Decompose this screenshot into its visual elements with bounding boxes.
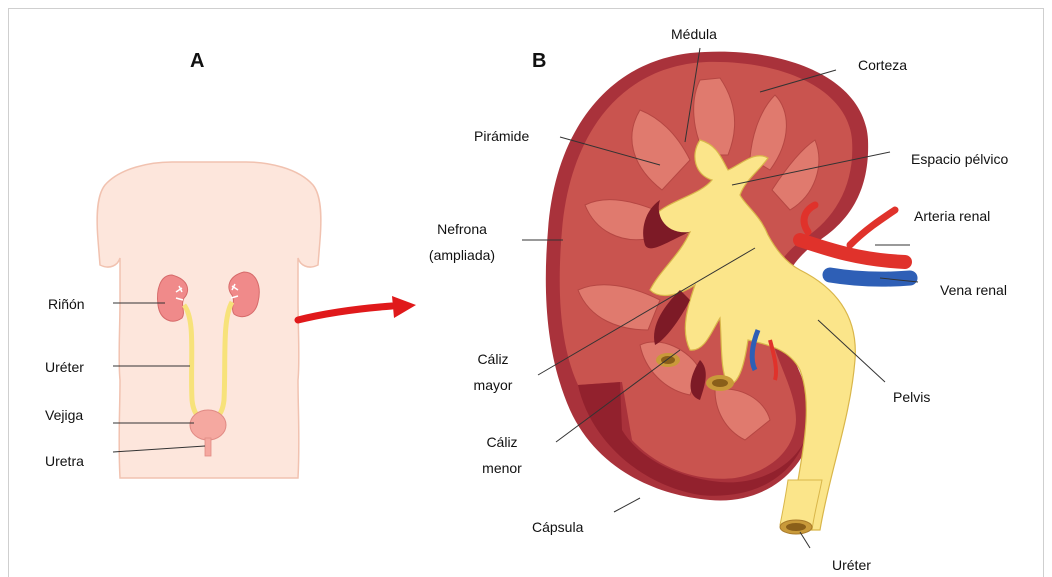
arrow-icon: [298, 296, 416, 320]
label-rinon: Riñón: [48, 296, 85, 312]
label-ureter-b: Uréter: [832, 557, 871, 573]
kidney-large: [546, 52, 868, 534]
label-vejiga: Vejiga: [45, 407, 83, 423]
label-caliz-mayor: Cáliz mayor: [463, 351, 523, 393]
label-piramide: Pirámide: [474, 128, 529, 144]
label-nefrona-line1: Nefrona: [420, 221, 504, 237]
label-caliz-mayor-line1: Cáliz: [463, 351, 523, 367]
label-uretra: Uretra: [45, 453, 84, 469]
label-ureter-a: Uréter: [45, 359, 84, 375]
label-espacio-pelvico: Espacio pélvico: [911, 151, 1008, 167]
label-nefrona-line2: (ampliada): [420, 247, 504, 263]
label-capsula: Cápsula: [532, 519, 583, 535]
label-vena-renal: Vena renal: [940, 282, 1007, 298]
panel-label-a: A: [190, 50, 204, 73]
panel-label-b: B: [532, 50, 546, 73]
label-caliz-menor: Cáliz menor: [472, 434, 532, 476]
label-caliz-menor-line2: menor: [472, 460, 532, 476]
label-medula: Médula: [671, 26, 717, 42]
label-caliz-menor-line1: Cáliz: [472, 434, 532, 450]
label-caliz-mayor-line2: mayor: [463, 377, 523, 393]
label-corteza: Corteza: [858, 57, 907, 73]
label-pelvis: Pelvis: [893, 389, 930, 405]
label-arteria-renal: Arteria renal: [914, 208, 990, 224]
label-nefrona: Nefrona (ampliada): [420, 221, 504, 263]
